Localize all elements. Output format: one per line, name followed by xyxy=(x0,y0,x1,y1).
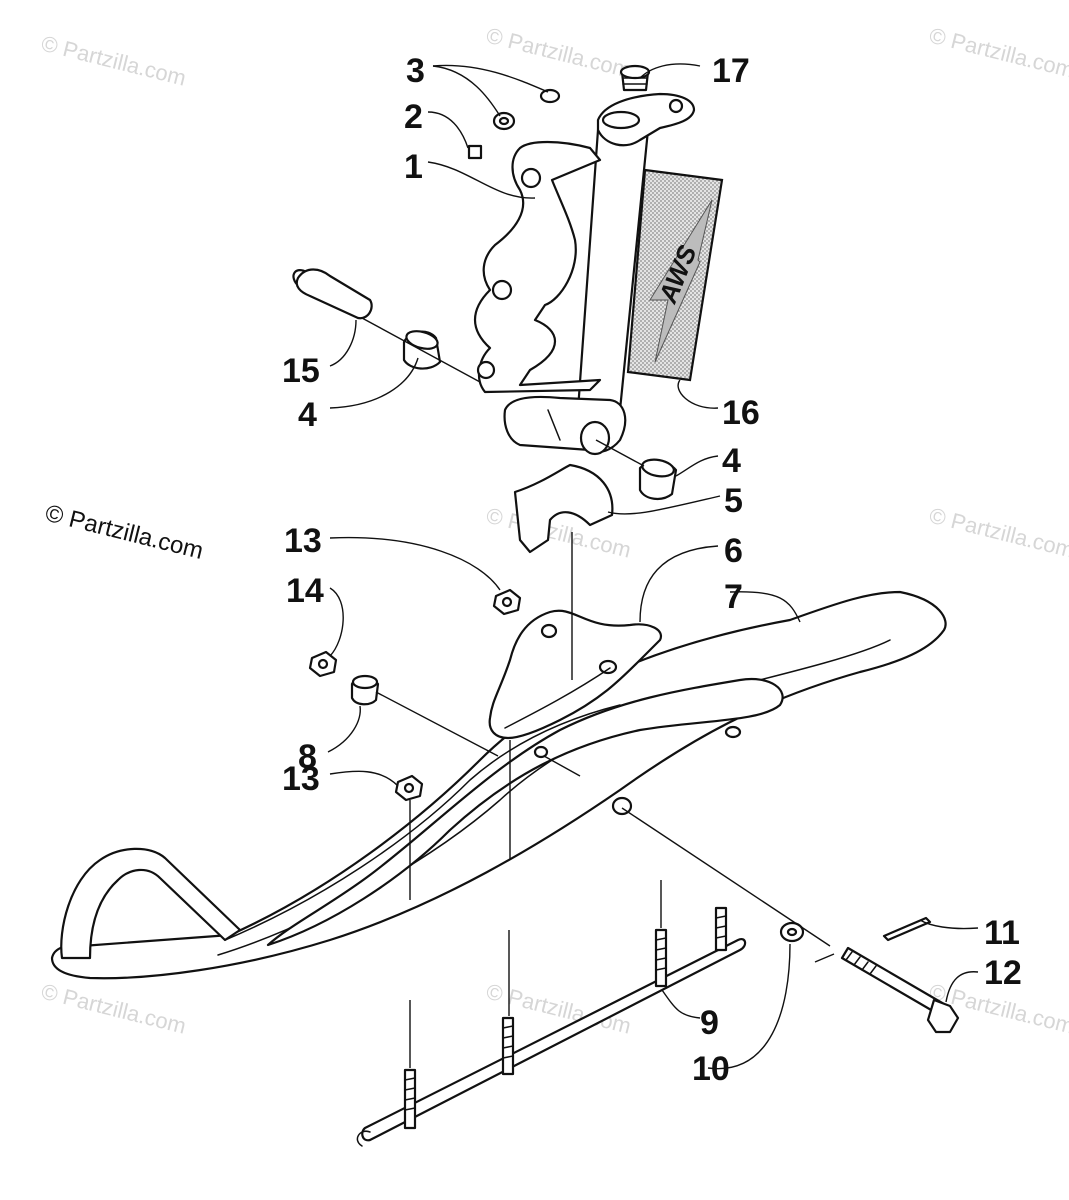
washer-part-3a xyxy=(539,88,561,104)
bushing-part-4-right xyxy=(638,458,678,500)
decal-part-16: AWS xyxy=(626,168,724,382)
callout-1: 1 xyxy=(404,148,423,186)
saddle-part-6 xyxy=(488,609,663,740)
washer-hole xyxy=(498,116,510,126)
callout-leaders xyxy=(327,63,979,1070)
watermark: © Partzilla.com xyxy=(927,23,1069,83)
callout-labels: 3 2 1 17 15 4 16 4 5 6 7 13 14 8 13 9 10… xyxy=(282,52,1022,1088)
watermark: © Partzilla.com xyxy=(39,979,189,1039)
watermark-main: © Partzilla.com xyxy=(43,500,206,565)
callout-10: 10 xyxy=(692,1050,730,1088)
pin-part-15 xyxy=(292,268,373,320)
callout-4-left: 4 xyxy=(298,396,317,434)
callout-8: 8 xyxy=(298,738,317,776)
ski-part-7 xyxy=(50,590,947,980)
washer-part-10 xyxy=(779,921,805,943)
wear-bar-part-9 xyxy=(356,906,747,1147)
grease-fitting-part-2 xyxy=(467,144,483,160)
bolt-part-12 xyxy=(840,946,960,1034)
bushing-part-4-left xyxy=(402,330,442,370)
callout-2: 2 xyxy=(404,98,423,136)
callout-14: 14 xyxy=(286,572,324,610)
cotter-pin-part-11 xyxy=(882,916,932,942)
nut-part-13-upper xyxy=(492,588,522,616)
callout-7: 7 xyxy=(724,578,743,616)
callout-17: 17 xyxy=(712,52,750,90)
spacer-part-8 xyxy=(350,674,380,706)
assembly-lines xyxy=(361,317,835,1068)
watermark: © Partzilla.com xyxy=(39,31,189,91)
callout-15: 15 xyxy=(282,352,320,390)
callout-12: 12 xyxy=(984,954,1022,992)
callout-4-right: 4 xyxy=(722,442,741,480)
callout-16: 16 xyxy=(722,394,760,432)
nut-part-13-lower xyxy=(394,774,424,802)
callout-13-upper: 13 xyxy=(284,522,322,560)
watermark: © Partzilla.com xyxy=(927,503,1069,563)
callout-13-lower: 13 xyxy=(282,760,320,798)
callout-5: 5 xyxy=(724,482,743,520)
plug-part-17 xyxy=(619,64,651,92)
callout-11: 11 xyxy=(984,914,1020,952)
clamp-part-5 xyxy=(513,463,614,554)
spindle-part-1 xyxy=(474,92,696,456)
callout-6: 6 xyxy=(724,532,743,570)
callout-9: 9 xyxy=(700,1004,719,1042)
callout-3: 3 xyxy=(406,52,425,90)
watermark: © Partzilla.com xyxy=(484,23,634,83)
nut-part-14 xyxy=(308,650,338,678)
